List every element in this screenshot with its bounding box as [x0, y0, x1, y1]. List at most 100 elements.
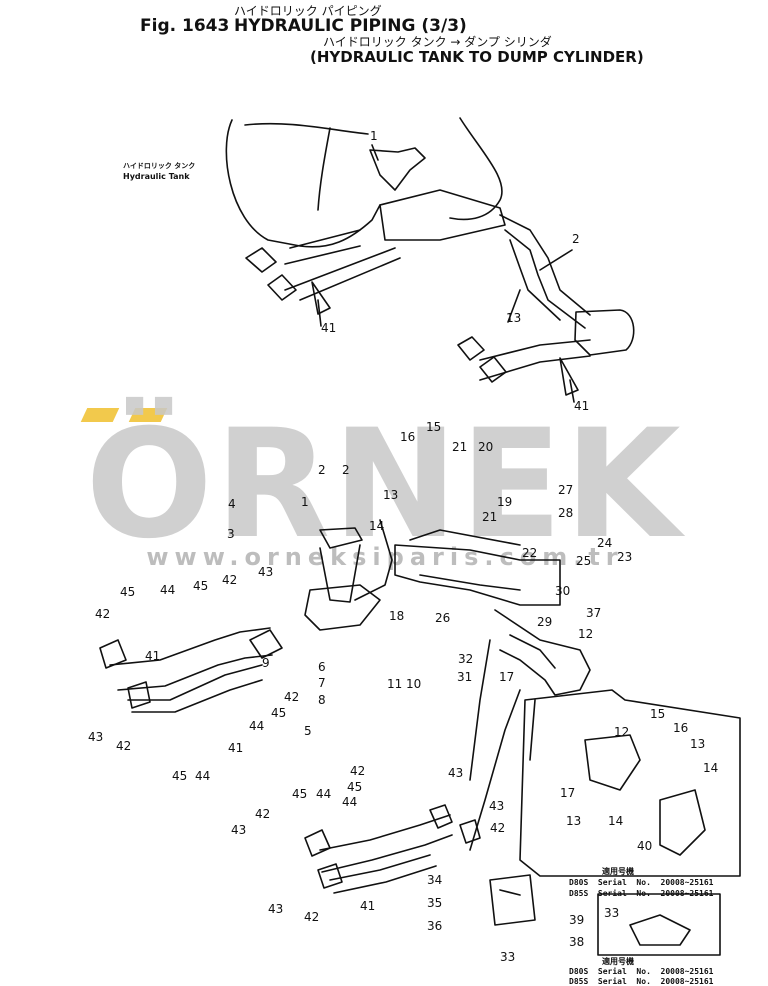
part-callout: 33	[604, 906, 619, 920]
part-callout: 12	[578, 627, 593, 641]
watermark-logo: ÖRNEK	[85, 398, 683, 572]
serial-heading-top: 適用号機	[602, 867, 634, 876]
subtitle-english: (HYDRAULIC TANK TO DUMP CYLINDER)	[310, 48, 644, 66]
part-callout: 1	[301, 495, 309, 509]
serial-line-top-1: D80S Serial No. 20008~25161	[569, 878, 714, 887]
part-callout: 13	[690, 737, 705, 751]
tank-label-en: Hydraulic Tank	[123, 172, 190, 181]
part-callout: 43	[231, 823, 246, 837]
part-callout: 1	[370, 129, 378, 143]
part-callout: 44	[342, 795, 357, 809]
part-callout: 43	[268, 902, 283, 916]
part-callout: 2	[572, 232, 580, 246]
part-callout: 22	[522, 546, 537, 560]
part-callout: 42	[222, 573, 237, 587]
part-callout: 31	[457, 670, 472, 684]
part-callout: 44	[195, 769, 210, 783]
part-callout: 44	[316, 787, 331, 801]
part-callout: 21	[482, 510, 497, 524]
part-callout: 24	[597, 536, 612, 550]
part-callout: 7	[318, 676, 326, 690]
serial-line-bottom-2: D85S Serial No. 20008~25161	[569, 977, 714, 986]
part-callout: 37	[586, 606, 601, 620]
part-callout: 18	[389, 609, 404, 623]
part-callout: 42	[116, 739, 131, 753]
part-callout: 8	[318, 693, 326, 707]
part-callout: 23	[617, 550, 632, 564]
part-callout: 15	[650, 707, 665, 721]
part-callout: 33	[500, 950, 515, 964]
part-callout: 20	[478, 440, 493, 454]
part-callout: 45	[193, 579, 208, 593]
part-callout: 2	[318, 463, 326, 477]
part-callout: 34	[427, 873, 442, 887]
part-callout: 43	[88, 730, 103, 744]
part-callout: 19	[497, 495, 512, 509]
part-callout: 41	[574, 399, 589, 413]
part-callout: 25	[576, 554, 591, 568]
part-callout: 14	[608, 814, 623, 828]
part-callout: 39	[569, 913, 584, 927]
part-callout: 36	[427, 919, 442, 933]
part-callout: 44	[249, 719, 264, 733]
part-callout: 45	[292, 787, 307, 801]
watermark-url: www.orneksiparis.com.tr	[146, 543, 624, 571]
part-callout: 41	[145, 649, 160, 663]
part-callout: 15	[426, 420, 441, 434]
part-callout: 42	[95, 607, 110, 621]
part-callout: 16	[400, 430, 415, 444]
part-callout: 11	[387, 677, 402, 691]
part-callout: 16	[673, 721, 688, 735]
part-callout: 30	[555, 584, 570, 598]
part-callout: 41	[228, 741, 243, 755]
part-callout: 29	[537, 615, 552, 629]
part-callout: 13	[566, 814, 581, 828]
part-callout: 43	[489, 799, 504, 813]
part-callout: 45	[120, 585, 135, 599]
part-callout: 41	[360, 899, 375, 913]
part-callout: 28	[558, 506, 573, 520]
figure-number: Fig. 1643	[140, 16, 230, 36]
part-callout: 21	[452, 440, 467, 454]
part-callout: 35	[427, 896, 442, 910]
part-callout: 12	[614, 725, 629, 739]
part-callout: 45	[271, 706, 286, 720]
part-callout: 26	[435, 611, 450, 625]
part-callout: 45	[347, 780, 362, 794]
tank-label-jp: ハイドロリック タンク	[123, 162, 196, 170]
part-callout: 13	[383, 488, 398, 502]
title-english: HYDRAULIC PIPING (3/3)	[234, 16, 467, 36]
part-callout: 3	[227, 527, 235, 541]
part-callout: 45	[172, 769, 187, 783]
subtitle-japanese: ハイドロリック タンク → ダンプ シリンダ	[323, 35, 552, 49]
part-callout: 43	[258, 565, 273, 579]
part-callout: 10	[406, 677, 421, 691]
part-callout: 13	[506, 311, 521, 325]
part-callout: 17	[499, 670, 514, 684]
part-callout: 44	[160, 583, 175, 597]
part-callout: 42	[350, 764, 365, 778]
part-callout: 14	[703, 761, 718, 775]
title-japanese: ハイドロリック パイピング	[234, 4, 382, 18]
part-callout: 38	[569, 935, 584, 949]
serial-line-bottom-1: D80S Serial No. 20008~25161	[569, 967, 714, 976]
part-callout: 6	[318, 660, 326, 674]
part-callout: 32	[458, 652, 473, 666]
part-callout: 40	[637, 839, 652, 853]
part-callout: 42	[255, 807, 270, 821]
serial-heading-bottom: 適用号機	[602, 957, 634, 966]
part-callout: 4	[228, 497, 236, 511]
part-callout: 2	[342, 463, 350, 477]
serial-line-top-2: D85S Serial No. 20008~25161	[569, 889, 714, 898]
part-callout: 42	[284, 690, 299, 704]
part-callout: 42	[490, 821, 505, 835]
part-callout: 5	[304, 724, 312, 738]
part-callout: 43	[448, 766, 463, 780]
part-callout: 42	[304, 910, 319, 924]
part-callout: 41	[321, 321, 336, 335]
part-callout: 9	[262, 656, 270, 670]
part-callout: 17	[560, 786, 575, 800]
part-callout: 14	[369, 519, 384, 533]
part-callout: 27	[558, 483, 573, 497]
